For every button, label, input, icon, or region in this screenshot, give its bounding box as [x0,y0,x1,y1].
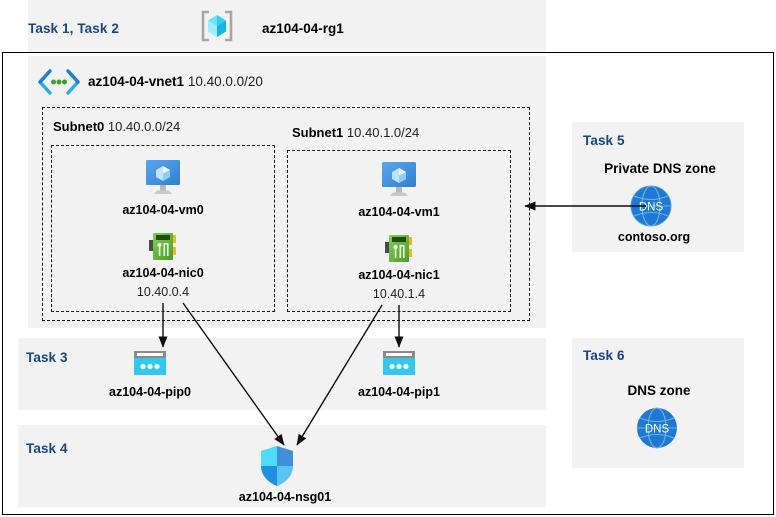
subnet0-title: Subnet0 10.40.0.0/24 [53,119,180,134]
subnet1-name: Subnet1 [292,125,344,140]
svg-text:DNS: DNS [645,424,670,436]
vm0-label: az104-04-vm0 [122,203,204,217]
vnet-name: az104-04-vnet1 [88,74,185,89]
subnet1-title: Subnet1 10.40.1.0/24 [292,125,419,140]
pip1-label: az104-04-pip1 [358,385,440,399]
task-label-1-2: Task 1, Task 2 [28,21,119,36]
task-label-4: Task 4 [26,441,68,456]
subnet0-name: Subnet0 [53,119,105,134]
resource-group-header-band [28,0,546,52]
nic0-private-ip: 10.40.0.4 [136,285,190,299]
task-label-5: Task 5 [583,133,625,148]
subnet1-address-prefix: 10.40.1.0/24 [346,125,420,140]
dns-zone-icon: DNS [628,183,674,229]
vm1-label: az104-04-vm1 [358,205,440,219]
network-interface-icon [382,233,416,265]
resource-group-name: az104-04-rg1 [262,21,344,36]
resource-group-name-title: az104-04-rg1 [262,21,344,36]
subnets-outer-box [42,107,530,321]
task-label-3: Task 3 [26,350,68,365]
dns-zone-title: DNS zone [627,383,691,398]
task-label-6: Task 6 [583,348,625,363]
vnet-address-space: 10.40.0.0/20 [187,74,263,89]
subnet0-address-prefix: 10.40.0.0/24 [107,119,181,134]
virtual-network-icon [37,68,81,96]
private-dns-zone-title: Private DNS zone [604,161,716,176]
virtual-machine-icon [376,160,422,200]
nic0-label: az104-04-nic0 [122,266,204,280]
nic1-private-ip: 10.40.1.4 [372,287,426,301]
dns-zone-icon: DNS [634,405,680,451]
network-security-group-icon [257,444,297,488]
nic1-label: az104-04-nic1 [358,268,440,282]
private-dns-zone-name: contoso.org [617,230,691,244]
public-ip-panel [18,338,546,410]
public-ip-address-icon [381,350,417,378]
svg-text:DNS: DNS [639,202,664,214]
nsg-label: az104-04-nsg01 [238,490,332,504]
vnet-title: az104-04-vnet1 10.40.0.0/20 [88,74,263,89]
public-ip-address-icon [132,350,168,378]
virtual-machine-icon [140,158,186,198]
pip0-label: az104-04-pip0 [109,385,191,399]
resource-group-icon [199,8,235,44]
network-interface-icon [146,231,180,263]
